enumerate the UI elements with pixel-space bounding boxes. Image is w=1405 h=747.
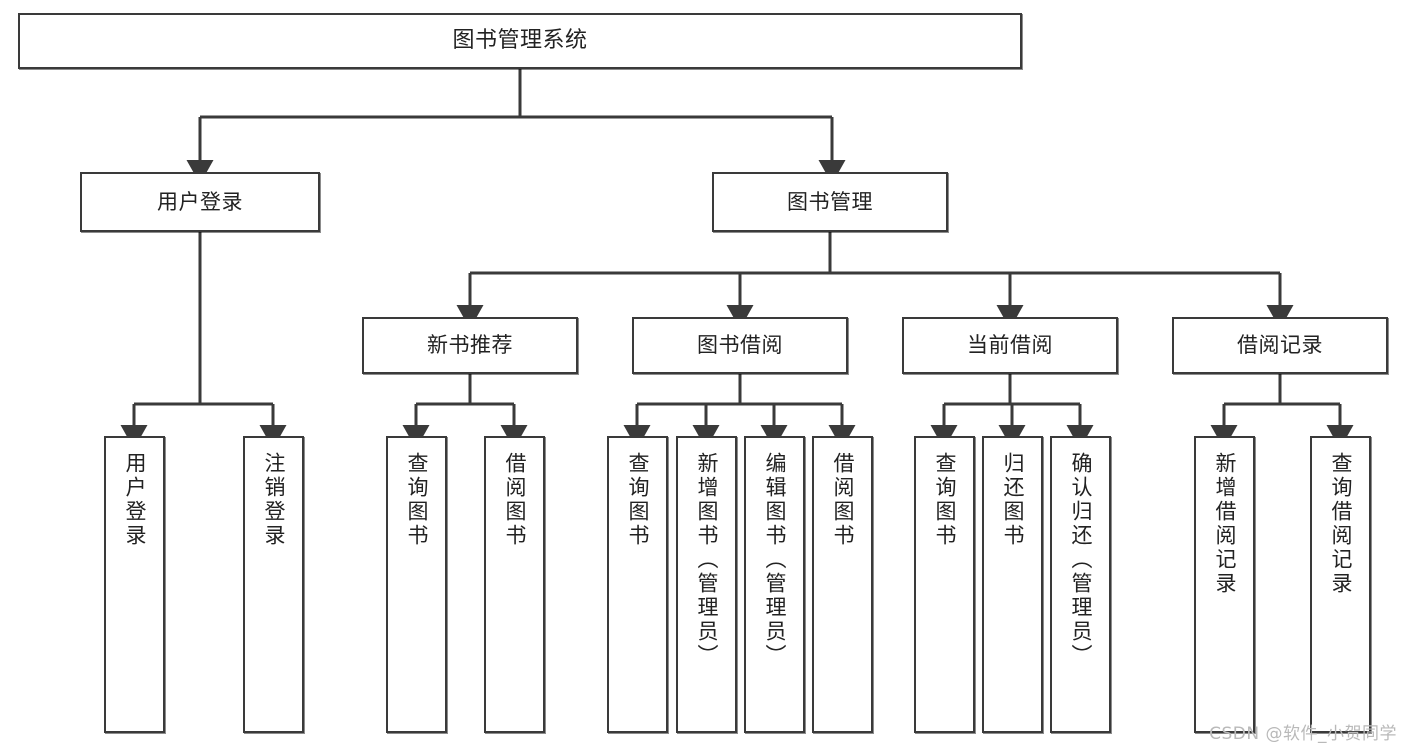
node-label: 查询图书 bbox=[933, 452, 957, 548]
node-leaf-borrow-book-1[interactable]: 借阅图书 bbox=[484, 436, 545, 733]
node-book-manage[interactable]: 图书管理 bbox=[712, 172, 948, 232]
node-label: 借阅记录 bbox=[1237, 333, 1323, 358]
node-leaf-borrow-book-2[interactable]: 借阅图书 bbox=[812, 436, 873, 733]
node-label: 图书管理 bbox=[787, 189, 873, 214]
node-leaf-query-record[interactable]: 查询借阅记录 bbox=[1310, 436, 1371, 733]
node-root-system[interactable]: 图书管理系统 bbox=[18, 13, 1022, 69]
node-label: 用户登录 bbox=[157, 189, 243, 214]
node-leaf-query-book-2[interactable]: 查询图书 bbox=[607, 436, 668, 733]
node-current-borrow[interactable]: 当前借阅 bbox=[902, 317, 1118, 374]
node-leaf-user-login[interactable]: 用户登录 bbox=[104, 436, 165, 733]
node-label: 图书借阅 bbox=[697, 333, 783, 358]
node-user-login[interactable]: 用户登录 bbox=[80, 172, 320, 232]
node-leaf-confirm-return[interactable]: 确认归还（管理员） bbox=[1050, 436, 1111, 733]
node-leaf-query-book-1[interactable]: 查询图书 bbox=[386, 436, 447, 733]
node-leaf-query-book-3[interactable]: 查询图书 bbox=[914, 436, 975, 733]
node-label: 当前借阅 bbox=[967, 333, 1053, 358]
node-borrow-record[interactable]: 借阅记录 bbox=[1172, 317, 1388, 374]
node-label: 确认归还（管理员） bbox=[1069, 452, 1093, 668]
node-leaf-logout[interactable]: 注销登录 bbox=[243, 436, 304, 733]
node-label: 归还图书 bbox=[1001, 452, 1025, 548]
node-label: 用户登录 bbox=[123, 452, 147, 548]
node-leaf-add-record[interactable]: 新增借阅记录 bbox=[1194, 436, 1255, 733]
node-leaf-edit-book[interactable]: 编辑图书（管理员） bbox=[744, 436, 805, 733]
node-label: 新书推荐 bbox=[427, 333, 513, 358]
node-label: 新增图书（管理员） bbox=[695, 452, 719, 668]
node-leaf-return-book[interactable]: 归还图书 bbox=[982, 436, 1043, 733]
node-label: 新增借阅记录 bbox=[1213, 452, 1237, 596]
node-book-borrow[interactable]: 图书借阅 bbox=[632, 317, 848, 374]
connector-lines bbox=[120, 69, 1354, 449]
node-label: 查询借阅记录 bbox=[1329, 452, 1353, 596]
node-label: 查询图书 bbox=[405, 452, 429, 548]
node-label: 注销登录 bbox=[262, 452, 286, 548]
node-label: 借阅图书 bbox=[831, 452, 855, 548]
node-label: 查询图书 bbox=[626, 452, 650, 548]
node-leaf-add-book[interactable]: 新增图书（管理员） bbox=[676, 436, 737, 733]
node-label: 借阅图书 bbox=[503, 452, 527, 548]
node-new-book-recommend[interactable]: 新书推荐 bbox=[362, 317, 578, 374]
node-label: 图书管理系统 bbox=[452, 28, 588, 54]
node-label: 编辑图书（管理员） bbox=[763, 452, 787, 668]
